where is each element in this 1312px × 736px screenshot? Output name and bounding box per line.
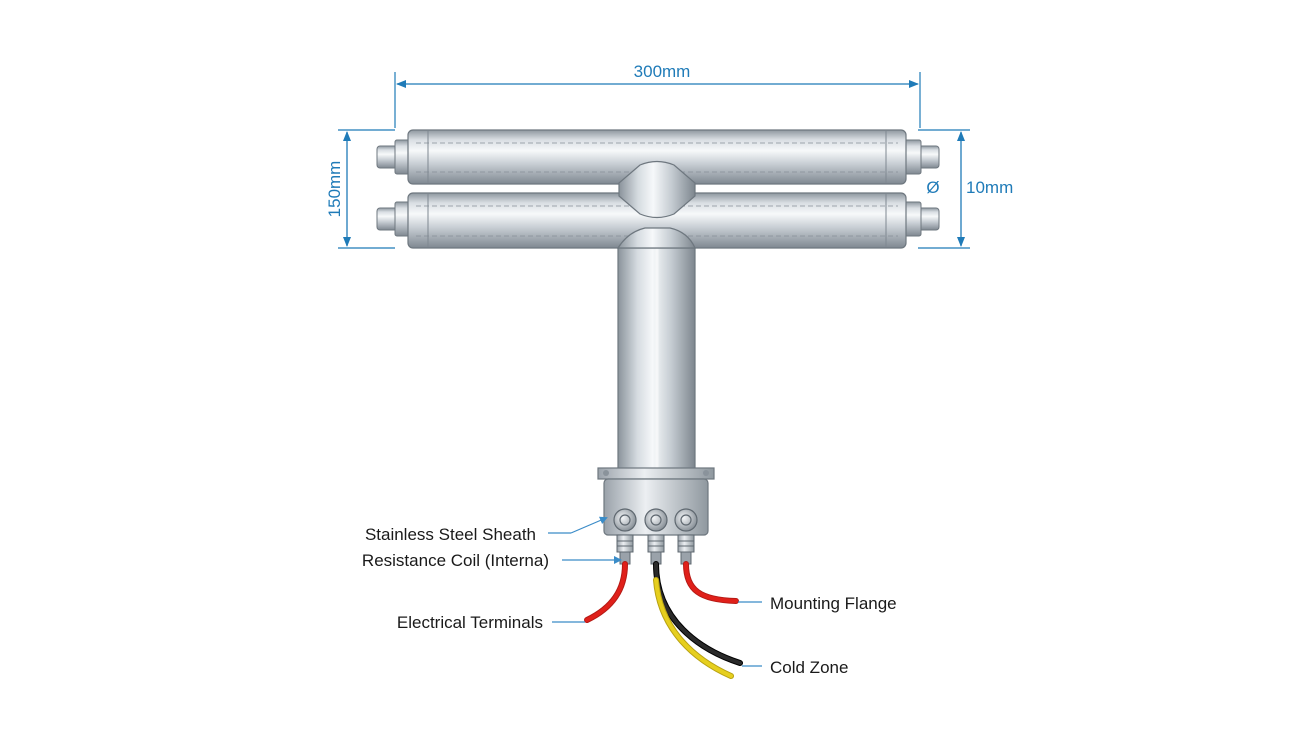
terminal-nut	[674, 508, 698, 532]
height-dimension: 150mm	[325, 129, 395, 249]
flange-plate	[597, 467, 715, 480]
label-flange: Mounting Flange	[770, 594, 897, 613]
terminal-stud	[677, 534, 695, 565]
diameter-symbol: Ø	[926, 178, 939, 197]
central-joint	[616, 160, 696, 249]
terminal-block	[603, 478, 709, 565]
callout-terminals: Electrical Terminals	[397, 613, 585, 632]
terminal-stud	[647, 534, 665, 565]
label-sheath: Stainless Steel Sheath	[365, 525, 536, 544]
callout-coil: Resistance Coil (Interna)	[362, 551, 622, 570]
vertical-stem	[617, 227, 696, 474]
diameter-dimension: Ø 10mm	[918, 129, 1013, 249]
width-dimension: 300mm	[394, 62, 921, 128]
bottom-tube	[376, 192, 940, 249]
callout-flange: Mounting Flange	[738, 594, 897, 613]
callout-sheath: Stainless Steel Sheath	[365, 516, 608, 544]
label-terminals: Electrical Terminals	[397, 613, 543, 632]
label-coil: Resistance Coil (Interna)	[362, 551, 549, 570]
callout-cold-zone: Cold Zone	[742, 658, 848, 677]
terminal-nut	[613, 508, 637, 532]
top-tube	[376, 129, 940, 185]
terminal-stud	[616, 534, 634, 565]
label-cold-zone: Cold Zone	[770, 658, 848, 677]
diameter-label: 10mm	[966, 178, 1013, 197]
width-label: 300mm	[634, 62, 691, 81]
wires	[584, 561, 743, 679]
height-label: 150mm	[325, 161, 344, 218]
terminal-nut	[644, 508, 668, 532]
